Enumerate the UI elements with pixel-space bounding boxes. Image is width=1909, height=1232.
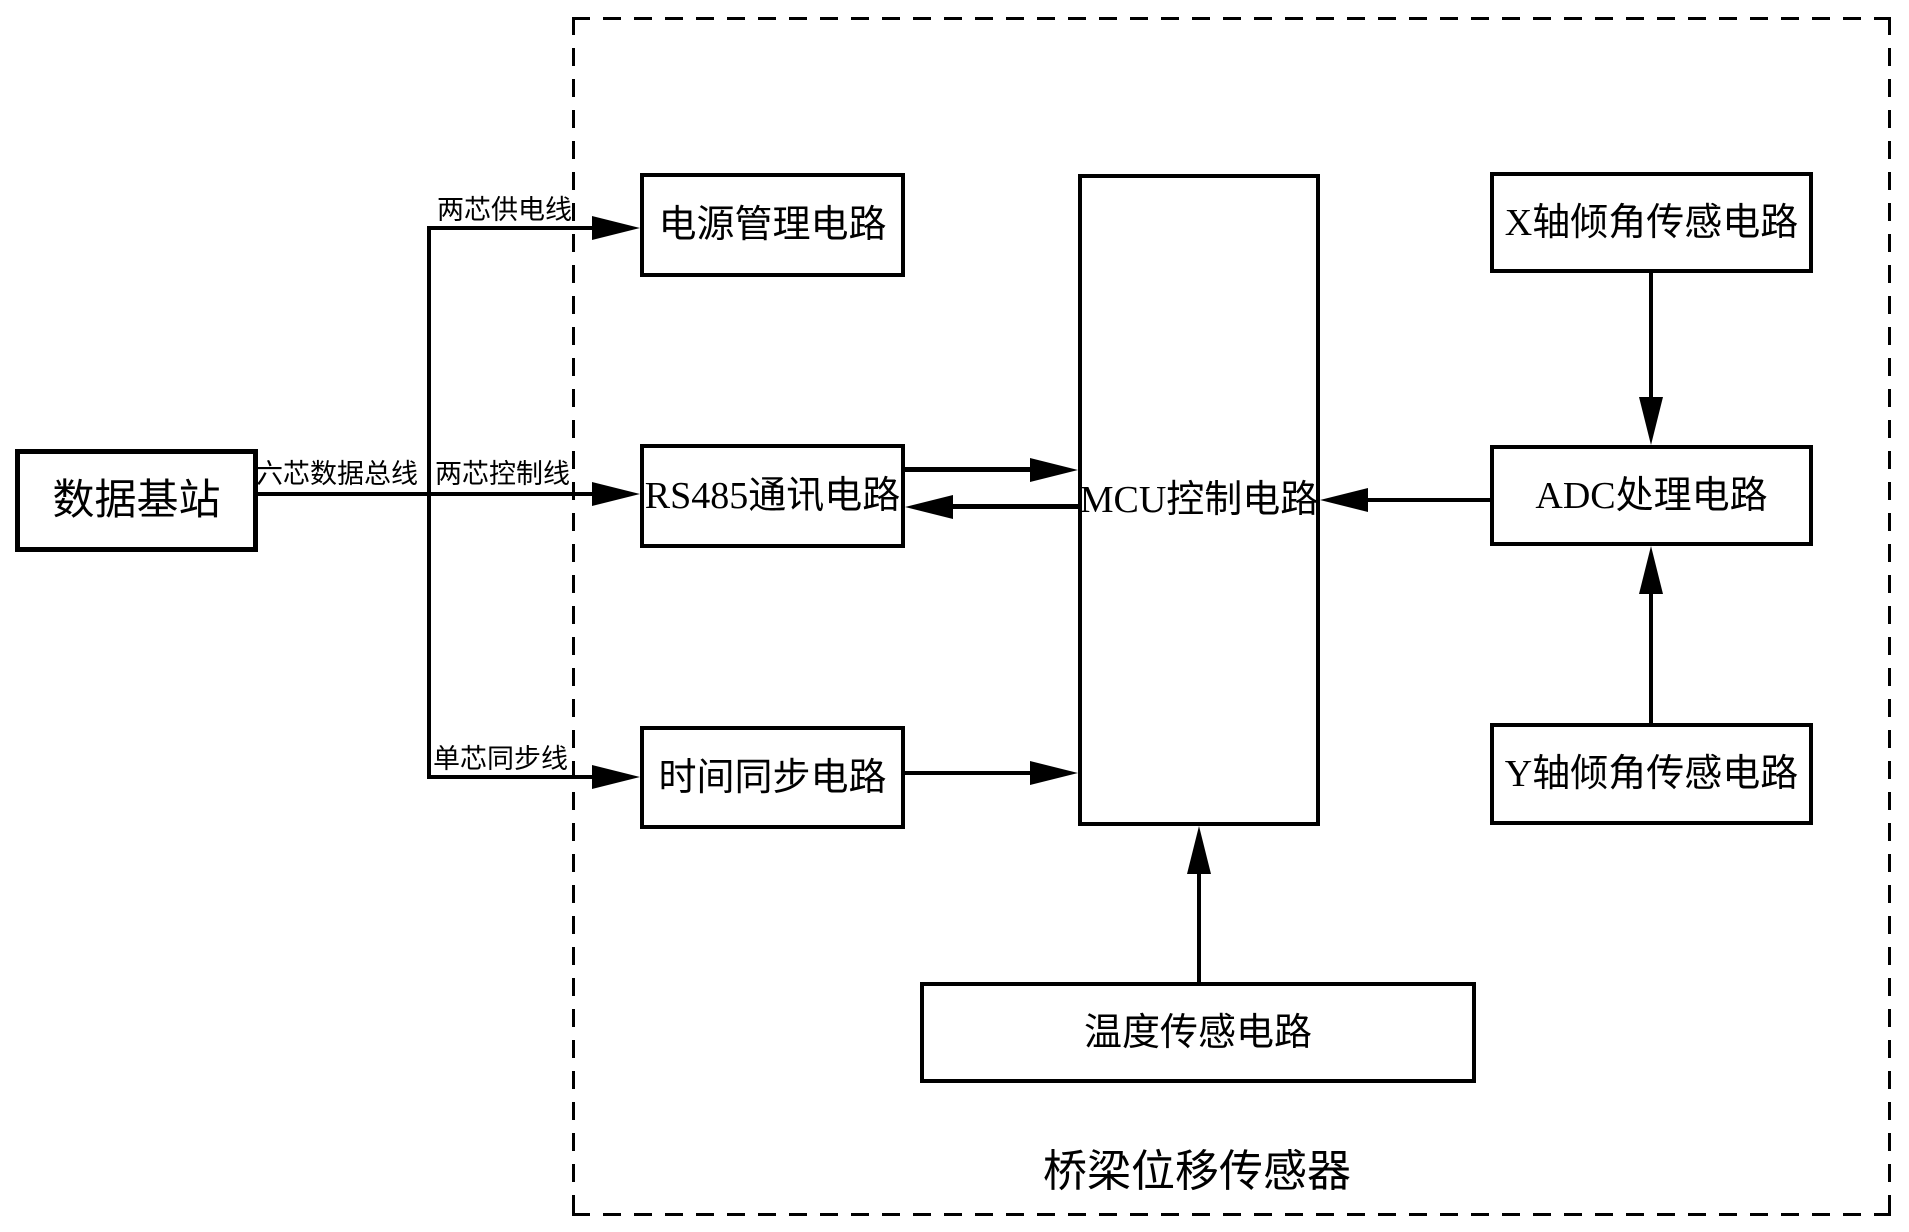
line-ytilt-to-adc — [1649, 594, 1653, 723]
line-control — [427, 492, 592, 496]
node-mcu: MCU控制电路 — [1078, 174, 1320, 826]
node-mcu-label: MCU控制电路 — [1080, 481, 1319, 519]
line-xtilt-to-adc — [1649, 272, 1653, 397]
line-adc-to-mcu — [1368, 498, 1492, 502]
line-branch-vertical — [427, 226, 431, 779]
label-sync-line: 单芯同步线 — [433, 745, 568, 775]
arrowhead-temp-to-mcu-icon — [1187, 826, 1211, 874]
node-power-mgmt-label: 电源管理电路 — [658, 206, 886, 244]
node-temperature: 温度传感电路 — [920, 982, 1476, 1083]
arrowhead-adc-to-mcu-icon — [1320, 488, 1368, 512]
node-y-tilt: Y轴倾角传感电路 — [1490, 723, 1813, 825]
sensor-group-border-right — [1888, 17, 1891, 1216]
line-timesync-to-mcu — [905, 771, 1030, 775]
label-control-line: 两芯控制线 — [435, 460, 570, 490]
line-power-supply — [427, 226, 592, 230]
arrowhead-mcu-to-rs485-icon — [905, 495, 953, 519]
node-data-station-label: 数据基站 — [52, 480, 220, 522]
sensor-group-caption: 桥梁位移传感器 — [1043, 1150, 1351, 1194]
node-time-sync-label: 时间同步电路 — [658, 759, 886, 797]
line-six-core-bus — [257, 492, 429, 496]
line-rs485-to-mcu — [905, 467, 1030, 472]
line-mcu-to-rs485 — [953, 504, 1078, 509]
node-temperature-label: 温度传感电路 — [1084, 1014, 1312, 1052]
node-adc: ADC处理电路 — [1490, 445, 1813, 546]
node-rs485-label: RS485通讯电路 — [645, 477, 900, 515]
node-data-station: 数据基站 — [15, 449, 258, 552]
node-rs485: RS485通讯电路 — [640, 444, 905, 548]
label-six-core-bus: 六芯数据总线 — [256, 460, 418, 490]
arrowhead-rs485-to-mcu-icon — [1030, 458, 1078, 482]
label-power-line: 两芯供电线 — [437, 196, 572, 226]
sensor-group-border-top — [572, 17, 1891, 20]
line-sync — [427, 775, 592, 779]
node-x-tilt: X轴倾角传感电路 — [1490, 172, 1813, 273]
arrowhead-power-line-icon — [592, 216, 640, 240]
node-power-mgmt: 电源管理电路 — [640, 173, 905, 277]
sensor-group-border-bottom — [572, 1213, 1891, 1216]
arrowhead-sync-line-icon — [592, 765, 640, 789]
line-temp-to-mcu — [1197, 874, 1201, 982]
arrowhead-xtilt-to-adc-icon — [1639, 397, 1663, 445]
node-adc-label: ADC处理电路 — [1535, 477, 1767, 515]
arrowhead-control-line-icon — [592, 482, 640, 506]
node-y-tilt-label: Y轴倾角传感电路 — [1505, 755, 1798, 793]
arrowhead-timesync-to-mcu-icon — [1030, 761, 1078, 785]
node-x-tilt-label: X轴倾角传感电路 — [1505, 204, 1798, 242]
node-time-sync: 时间同步电路 — [640, 726, 905, 829]
sensor-group-border-left — [572, 17, 575, 1216]
arrowhead-ytilt-to-adc-icon — [1639, 546, 1663, 594]
